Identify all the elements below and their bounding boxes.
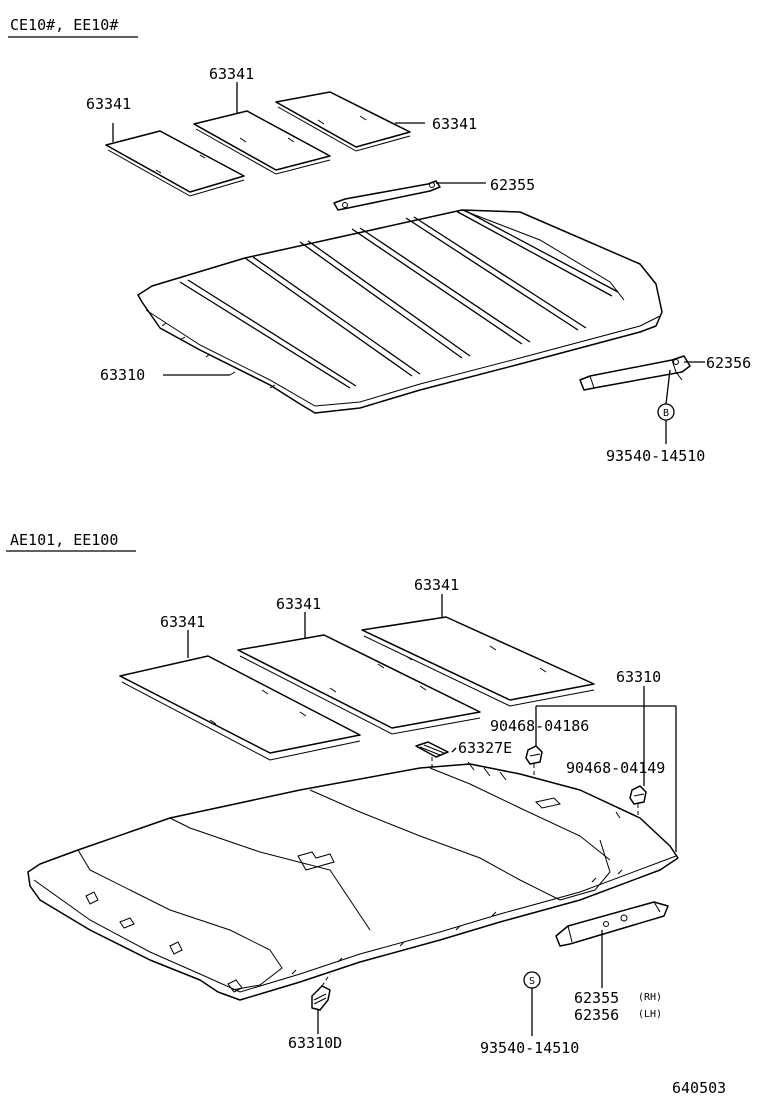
part-number-rail-lh: 62356 xyxy=(574,1006,619,1024)
section-title-ce10: CE10#, EE10# xyxy=(10,16,118,34)
sound-pad-left xyxy=(105,130,245,197)
part-number-pad-left: 63341 xyxy=(86,95,131,113)
rail-rh-side: (RH) xyxy=(638,992,662,1003)
part-number-pad-left: 63341 xyxy=(160,613,205,631)
leader-headliner xyxy=(535,686,677,852)
sound-pad-left xyxy=(119,655,361,761)
part-number-screw: 93540-14510 xyxy=(606,447,705,465)
leader-rail-rear-to-clip xyxy=(665,369,671,405)
part-number-rail-front: 62355 xyxy=(490,176,535,194)
part-number-clip-a: 90468-04186 xyxy=(490,717,589,735)
roof-rail-rear xyxy=(579,355,691,391)
part-number-clip-d: 63310D xyxy=(288,1034,342,1052)
sound-pad-right xyxy=(275,91,411,152)
clip-63310d xyxy=(311,985,331,1011)
part-number-clip-b: 90468-04149 xyxy=(566,759,665,777)
part-number-lamp-cover: 63327E xyxy=(458,739,512,757)
roof-rail-front xyxy=(333,180,441,211)
part-number-headliner: 63310 xyxy=(616,668,661,686)
clip-d-dashed-guide xyxy=(321,973,331,987)
part-number-rail-rear: 62356 xyxy=(706,354,751,372)
clip-90468-04186 xyxy=(525,745,543,765)
section-ce10: CE10#, EE10# xyxy=(8,16,751,465)
part-number-pad-middle: 63341 xyxy=(209,65,254,83)
sound-pad-right xyxy=(361,616,595,707)
clip-code-s-label: S xyxy=(529,976,535,987)
leader-lamp-cover xyxy=(451,747,457,753)
clip-90468-04149 xyxy=(629,785,647,805)
sound-pad-middle xyxy=(193,110,331,175)
sound-pad-middle xyxy=(237,634,481,735)
clip-code-b: B xyxy=(657,403,675,421)
part-number-pad-right: 63341 xyxy=(432,115,477,133)
section-ae101: AE101, EE100 xyxy=(6,531,679,1057)
section-title-ae101: AE101, EE100 xyxy=(10,531,118,549)
part-number-headliner: 63310 xyxy=(100,366,145,384)
drawing-number: 640503 xyxy=(672,1079,726,1097)
part-number-rail-rh: 62355 xyxy=(574,989,619,1007)
rail-lh-side: (LH) xyxy=(638,1009,662,1020)
part-number-screw: 93540-14510 xyxy=(480,1039,579,1057)
headliner-ae101 xyxy=(27,761,679,1001)
dome-lamp-cutout xyxy=(297,851,335,871)
part-number-pad-middle: 63341 xyxy=(276,595,321,613)
part-number-pad-right: 63341 xyxy=(414,576,459,594)
clip-code-s: S xyxy=(523,971,541,989)
headliner-ce10 xyxy=(137,209,663,414)
roof-rail-rh-lh xyxy=(555,901,669,947)
clip-code-b-label: B xyxy=(663,408,669,419)
lamp-cover xyxy=(415,741,449,758)
